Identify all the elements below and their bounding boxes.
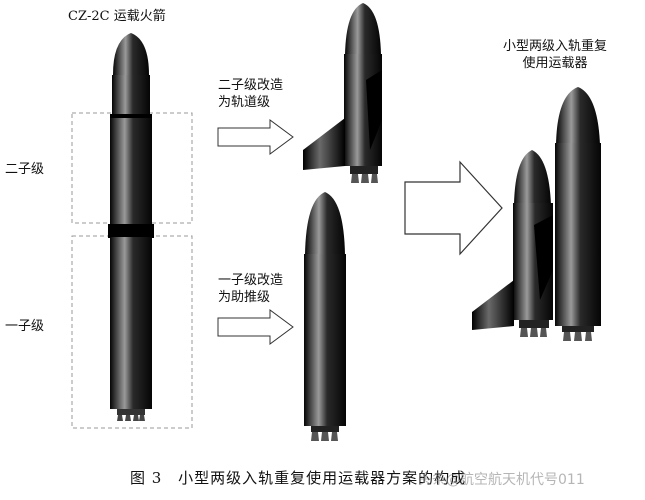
booster-stage <box>304 192 346 441</box>
arrow-orbital <box>217 119 294 155</box>
result-title: 小型两级入轨重复 使用运载器 <box>503 38 607 72</box>
orbital-stage <box>303 3 382 183</box>
combined-orbital <box>472 150 553 337</box>
rocket-title: CZ-2C 运载火箭 <box>68 9 166 24</box>
arrow-booster <box>217 309 294 345</box>
caption-text: 小型两级入轨重复使用运载器方案的构成 <box>178 469 467 487</box>
caption-prefix: 图 <box>130 469 147 487</box>
orbital-conversion-line2: 为轨道级 <box>218 95 271 110</box>
figure-caption: 图 3 小型两级入轨重复使用运载器方案的构成 <box>130 470 466 487</box>
stage1-label: 一子级 <box>5 319 45 334</box>
stage2-label: 二子级 <box>5 162 45 177</box>
cz2c-rocket <box>108 33 154 421</box>
booster-conversion-line2: 为助推级 <box>218 290 271 305</box>
orbital-conversion-label: 二子级改造 为轨道级 <box>218 77 283 111</box>
arrow-combine <box>404 160 503 256</box>
booster-conversion-label: 一子级改造 为助推级 <box>218 272 283 306</box>
result-title-line1: 小型两级入轨重复 <box>503 39 608 54</box>
caption-number: 3 <box>151 469 163 487</box>
result-title-line2: 使用运载器 <box>522 56 588 71</box>
booster-conversion-line1: 一子级改造 <box>218 273 284 288</box>
orbital-conversion-line1: 二子级改造 <box>218 78 284 93</box>
watermark: 头条@航空航天机代号011 <box>418 472 585 488</box>
combined-booster <box>555 87 601 341</box>
